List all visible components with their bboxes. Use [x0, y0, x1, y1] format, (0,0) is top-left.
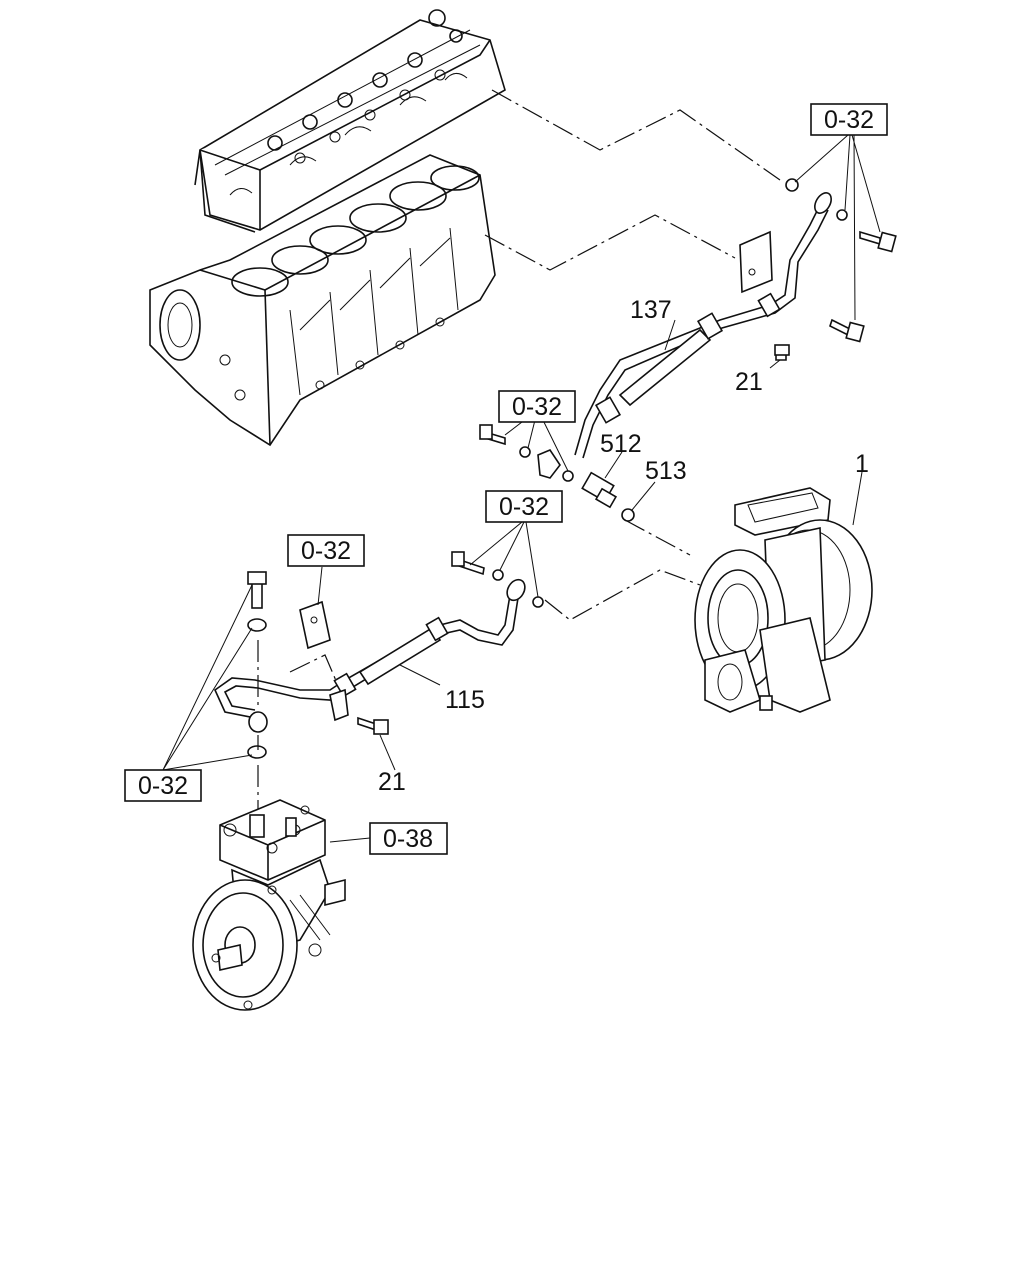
part-number-137: 137 — [630, 296, 672, 324]
part-number-21-upper: 21 — [735, 368, 763, 396]
ref-box-mid-left: 0-32 — [498, 390, 576, 423]
part-number-21-lower: 21 — [378, 768, 406, 796]
leaders-upper — [504, 134, 881, 511]
ref-box-compressor: 0-38 — [369, 822, 448, 855]
ref-label: 0-32 — [512, 393, 562, 421]
ref-box-mid-center: 0-32 — [485, 490, 563, 523]
leaders-lower — [162, 521, 539, 843]
cylinder-head — [194, 9, 506, 233]
ref-label: 0-32 — [301, 537, 351, 565]
ref-box-bracket: 0-32 — [287, 534, 365, 567]
part-number-115: 115 — [445, 686, 485, 714]
dashed-leaders — [257, 89, 781, 830]
part-number-513: 513 — [645, 457, 687, 485]
ref-label: 0-38 — [383, 825, 433, 853]
ref-box-lower-left: 0-32 — [124, 769, 202, 802]
cylinder-block — [149, 154, 496, 447]
lower-fasteners — [247, 551, 544, 759]
ref-label: 0-32 — [138, 772, 188, 800]
part-number-512: 512 — [600, 430, 642, 458]
turbocharger — [694, 487, 873, 713]
upper-fasteners — [479, 178, 897, 522]
air-compressor — [192, 799, 346, 1011]
ref-label: 0-32 — [499, 493, 549, 521]
leader-1 — [852, 471, 863, 526]
part-number-1: 1 — [855, 450, 869, 478]
oil-pipe-115 — [213, 578, 526, 733]
oil-pipe-137 — [537, 192, 832, 479]
ref-label: 0-32 — [824, 106, 874, 134]
ref-box-top-right: 0-32 — [810, 103, 888, 136]
